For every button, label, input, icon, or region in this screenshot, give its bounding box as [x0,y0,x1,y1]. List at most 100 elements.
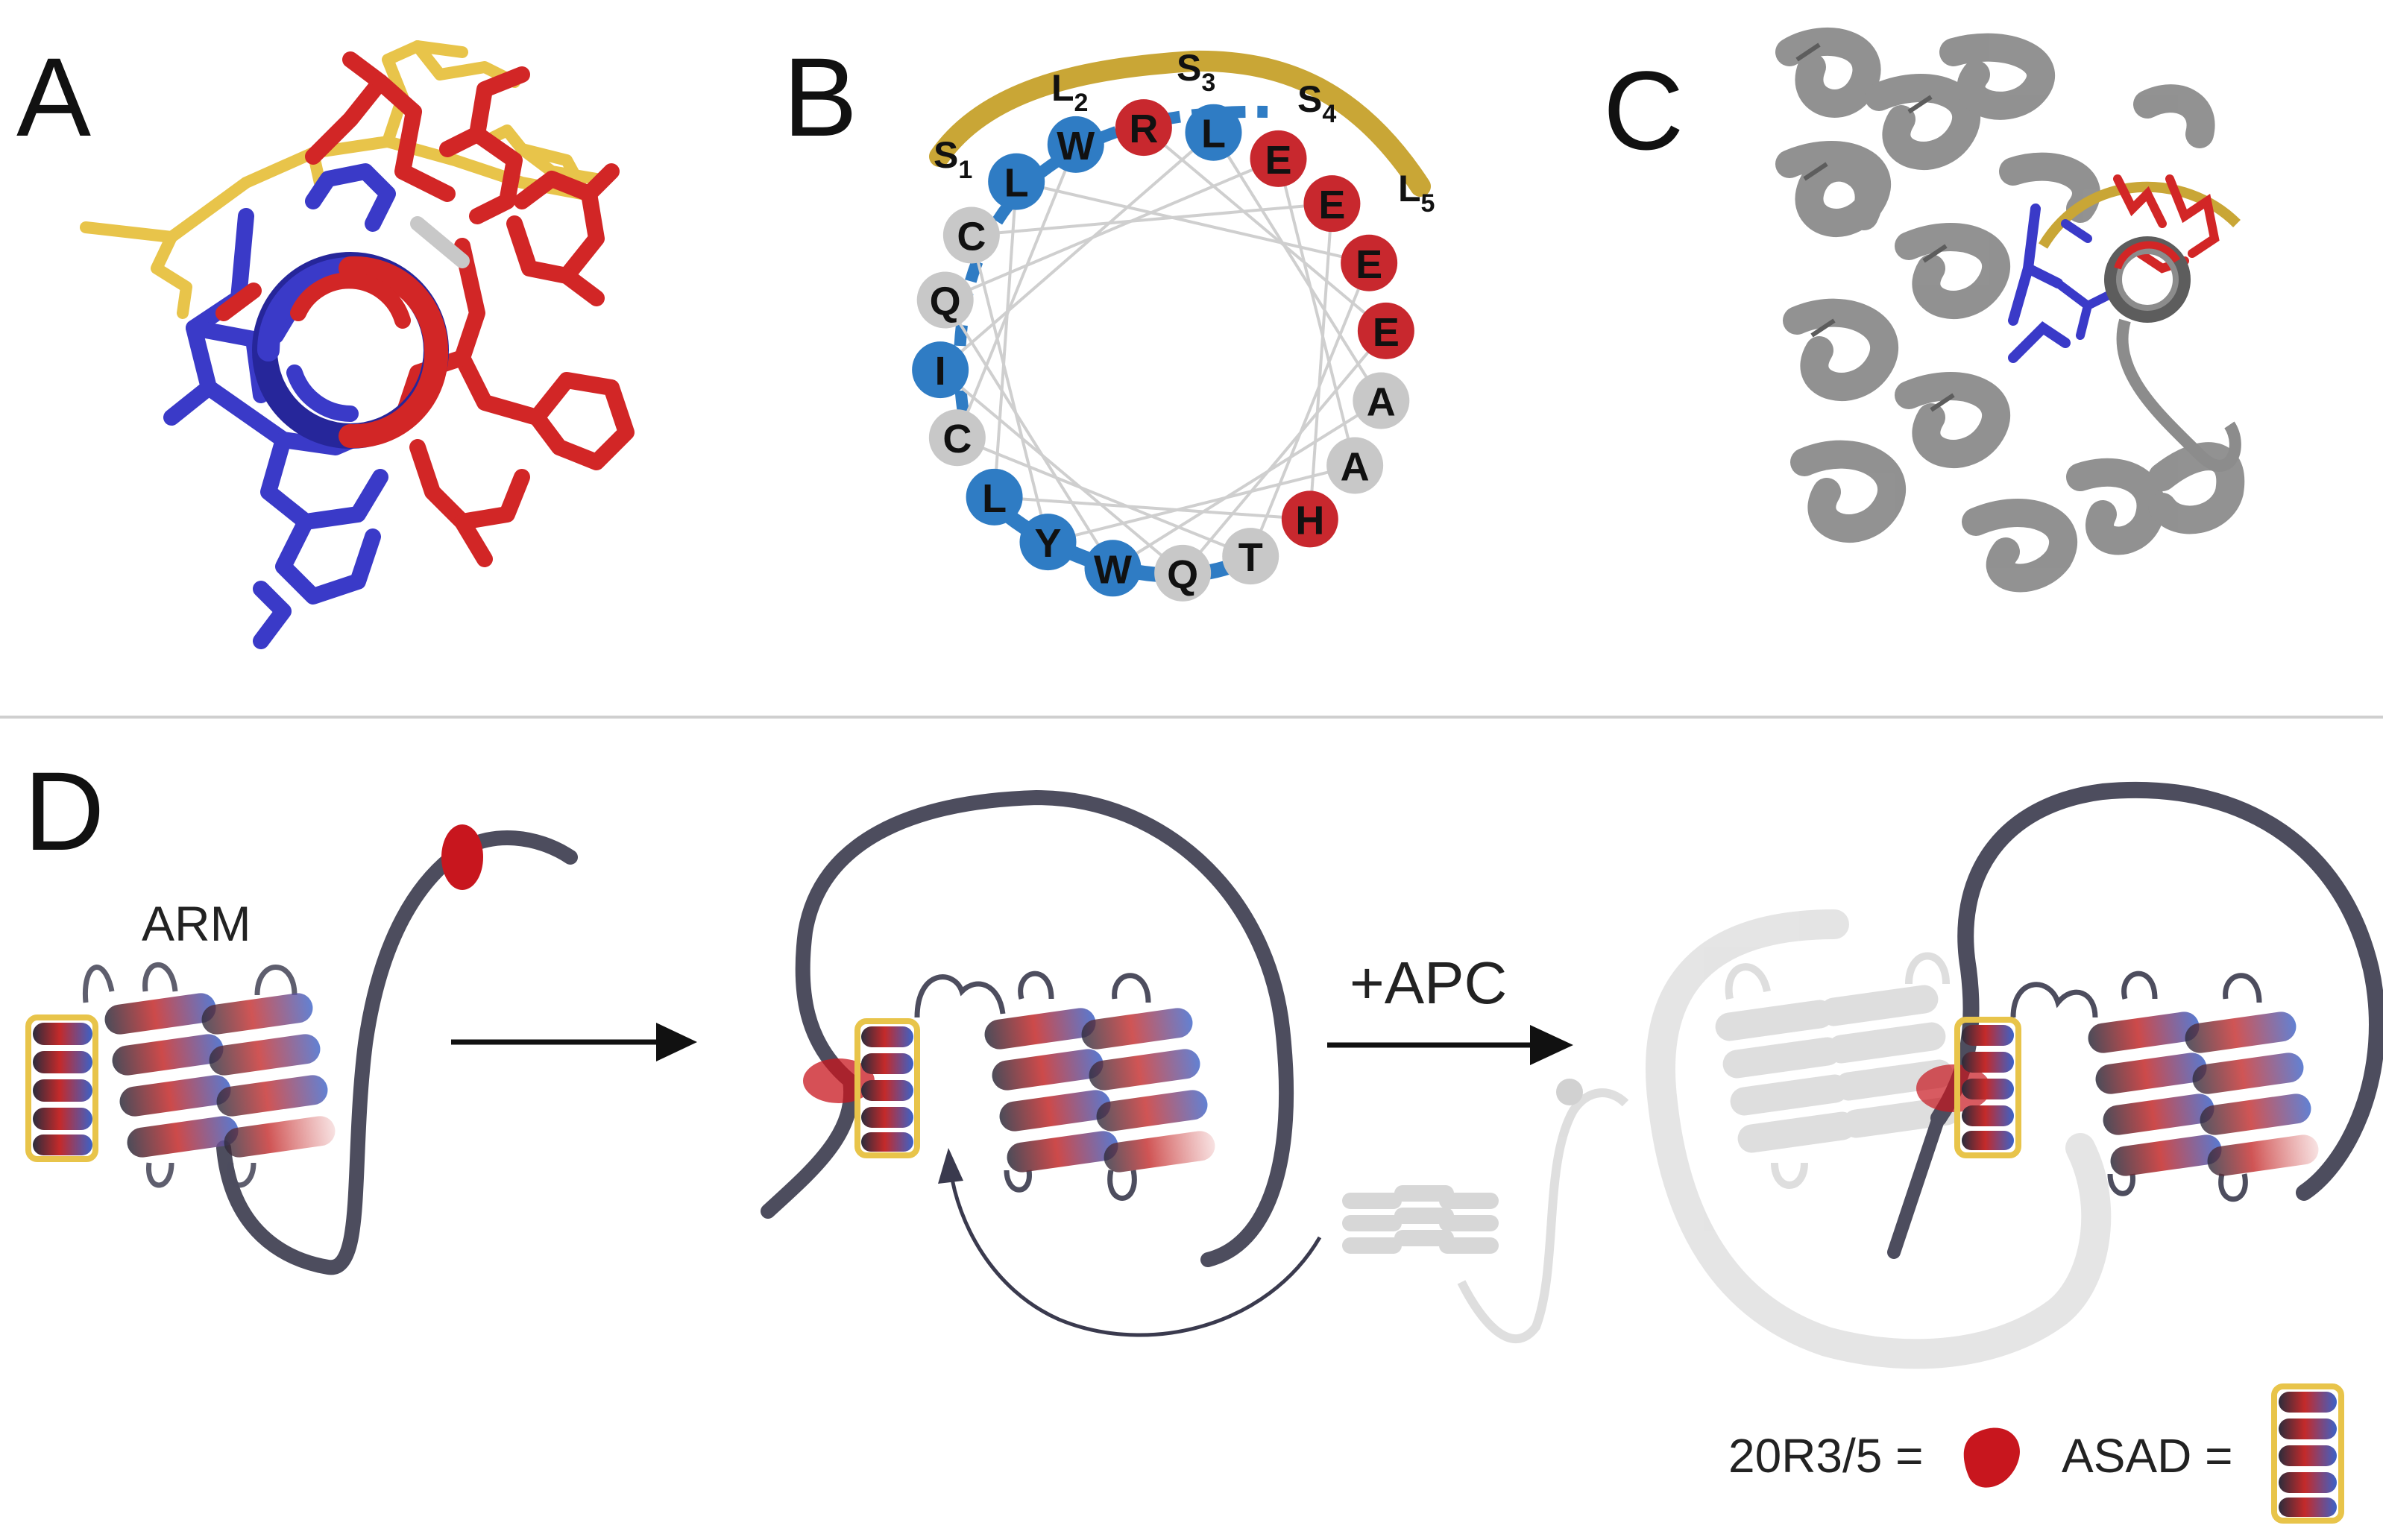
panel-label-a: A [16,34,91,160]
wheel-residue-letter: H [1295,498,1324,543]
wheel-link [1048,464,1356,544]
wheel-link [939,368,1184,575]
wheel-residue-circle [1154,544,1212,602]
wheel-residue: Q [916,271,974,329]
wheel-link [1112,399,1382,570]
wheel-residue-circle [1019,514,1077,571]
wheel-residue: A [1326,437,1384,494]
wheel-residue-circle [1185,104,1242,161]
wheel-link [1277,158,1357,466]
wheel-residue: L [966,468,1023,526]
stage1-asad [25,1014,98,1162]
wheel-residue-letter: R [1129,107,1158,151]
wheel-residue: W [1047,116,1104,173]
wheel-residue-letter: L [1201,112,1226,157]
wheel-residue: E [1357,302,1414,359]
stage3-motif [1916,1064,1991,1112]
wheel-arc-label-sub: 1 [958,156,972,184]
wheel-residue-letter: W [1094,547,1132,592]
legend-motif-symbol [1963,1427,2020,1488]
ghost-apc-large [1646,909,2112,1369]
panel-label-c: C [1603,48,1684,173]
stage3-strand [1930,781,2383,1201]
wheel-residue-letter: I [935,349,946,394]
wheel-residue: R [1115,99,1172,157]
stage-1-open-state: ARM [25,824,578,1275]
wheel-residue-circle [1084,540,1142,597]
wheel-link [1142,126,1388,332]
stage1-motif [441,824,483,890]
wheel-arc-label: L2 [1051,67,1088,117]
panel-label-b: B [783,34,857,160]
wheel-residue-letter: E [1356,242,1382,287]
wheel-arc-label: S4 [1297,78,1336,128]
wheel-link [1308,203,1334,520]
wheel-residue: I [912,341,969,399]
stage3-arm-repeats [2088,1012,2319,1176]
stage2-asad [854,1018,920,1158]
wheel-arc-label-sub: 4 [1322,100,1336,128]
wheel-residue-letter: E [1265,138,1291,183]
return-arrow [948,1170,1322,1337]
wheel-arc-label: L5 [1398,168,1435,218]
wheel-residue-circle [1303,175,1361,233]
wheel-residue: W [1084,540,1142,597]
wheel-arc-label-main: S [934,134,958,176]
wheel-residue-circle [966,468,1023,526]
ghost-apc-small [1342,1079,1629,1344]
wheel-residue-circle [916,271,974,329]
wheel-link [1249,262,1371,557]
wheel-residue-letter: Q [1167,552,1198,597]
wheel-top-arc [929,50,1431,197]
wheel-residue: H [1281,490,1338,548]
wheel-arc-label-main: L [1051,67,1074,109]
legend-asad-label: ASAD = [2062,1429,2232,1483]
wheel-arc-label-sub: 5 [1421,189,1435,218]
wheel-residue-letter: E [1373,310,1400,355]
wheel-residue: C [942,206,1000,264]
wheel-residue-letter: Q [930,280,961,324]
wheel-residue-circle [988,153,1045,210]
stage1-arm-repeats [104,993,336,1158]
wheel-link [1181,329,1388,575]
wheel-arc-label: S1 [934,134,972,184]
wheel-link [969,235,1050,543]
wheel-residue-circle [1222,528,1279,585]
wheel-residue-letter: A [1367,379,1396,424]
wheel-residue-letter: L [1004,161,1029,206]
wheel-residue: A [1353,372,1410,429]
stage2-arm-repeats [984,1008,1215,1173]
wheel-link [955,144,1077,438]
panel-a-helix-stick-model [80,40,635,649]
wheel-arc-label: S3 [1177,47,1215,97]
stage-2-closed-state [761,789,1322,1337]
panel-c-cartoon-structure [1775,28,2274,600]
arm-label: ARM [142,896,251,951]
wheel-arc-label-main: S [1297,78,1322,120]
wheel-residue-circle [1357,302,1414,359]
stage3-asad [1954,1017,2021,1158]
wheel-arc-label-sub: 2 [1074,89,1089,117]
wheel-residue-circle [1047,116,1104,173]
wheel-residue-circle [1115,99,1172,157]
apc-label: +APC [1350,950,1507,1016]
wheel-residue-circle [1281,490,1338,548]
wheel-residue: E [1303,175,1361,233]
arrow-1 [451,1023,697,1061]
wheel-residue: E [1250,130,1307,187]
stage-3-apc-bound [1646,781,2383,1369]
wheel-residue-letter: C [942,417,972,461]
wheel-residue-letter: E [1318,183,1345,227]
panel-label-d: D [24,748,104,874]
wheel-arc-label-sub: 3 [1201,69,1215,97]
wheel-arc-label-main: L [1398,168,1421,209]
wheel-residue-letter: T [1238,535,1263,580]
wheel-residue: L [1185,104,1242,161]
wheel-link [1212,131,1383,402]
legend-motif-label: 20R3/5 = [1728,1429,1924,1483]
wheel-residue-circle [1250,130,1307,187]
wheel-arc-label-main: S [1177,47,1201,89]
